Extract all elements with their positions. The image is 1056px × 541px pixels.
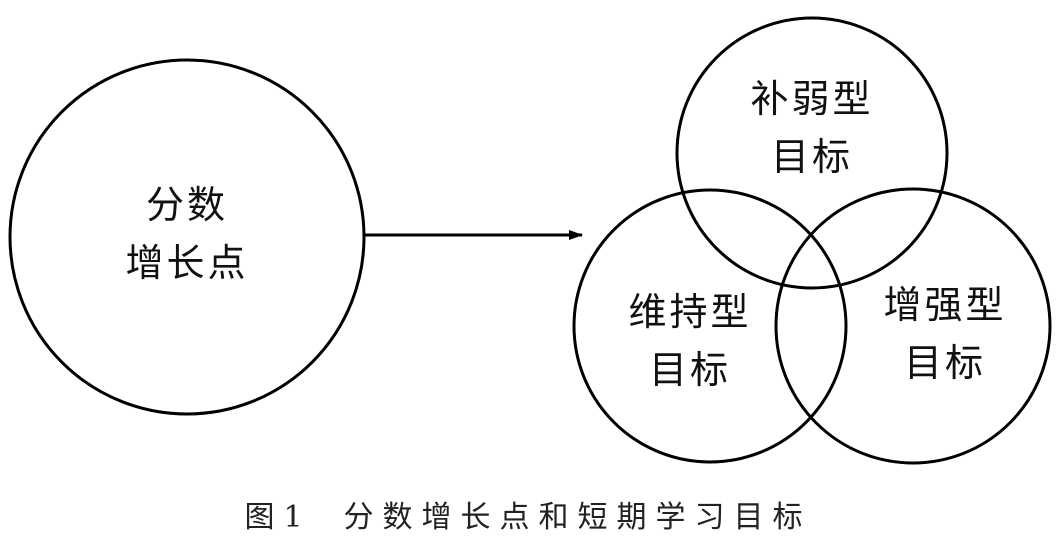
enhancement-goal-circle	[774, 187, 1052, 465]
maintenance-goal-label: 维持型 目标	[590, 283, 790, 399]
enhancement-goal-line1: 增强型	[883, 283, 1007, 327]
figure-caption-text: 分数增长点和短期学习目标	[343, 500, 812, 535]
source-circle	[8, 58, 366, 416]
source-node-label: 分数 增长点	[87, 176, 287, 292]
remedial-goal-label: 补弱型 目标	[712, 70, 912, 186]
source-node-line1: 分数	[145, 183, 228, 227]
remedial-goal-line1: 补弱型	[750, 77, 874, 121]
remedial-goal-circle	[675, 16, 949, 290]
maintenance-goal-circle	[572, 188, 848, 464]
remedial-goal-line2: 目标	[770, 135, 853, 179]
enhancement-goal-label: 增强型 目标	[845, 276, 1045, 392]
figure-caption: 图1 分数增长点和短期学习目标	[0, 492, 1056, 536]
figure-number: 图1	[244, 500, 312, 535]
maintenance-goal-line1: 维持型	[628, 290, 752, 334]
maintenance-goal-line2: 目标	[648, 348, 731, 392]
enhancement-goal-line2: 目标	[903, 341, 986, 385]
source-node-line2: 增长点	[125, 241, 249, 285]
